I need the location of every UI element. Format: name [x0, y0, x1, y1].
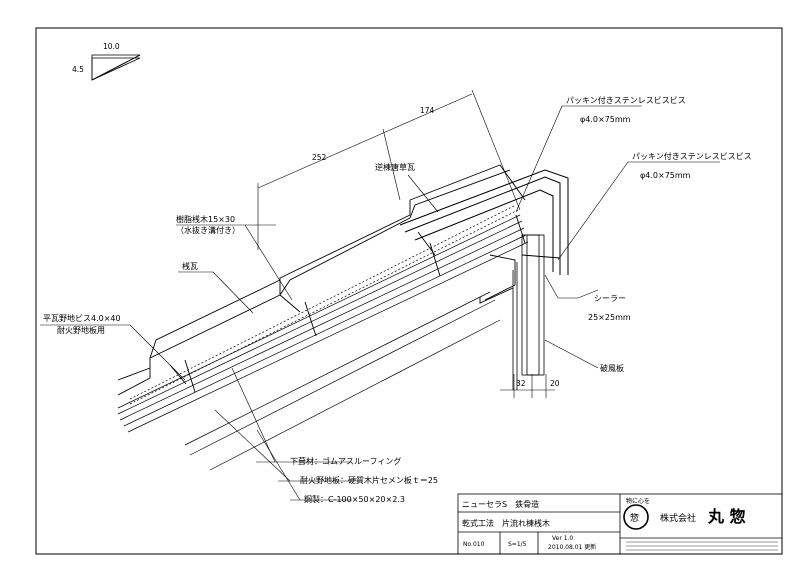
company-label: 株式会社	[660, 512, 696, 524]
label-flat-screw-sub: 耐火野地板用	[57, 325, 105, 335]
label-sealer: シーラー	[594, 294, 626, 303]
barge-board	[512, 234, 545, 390]
label-underlay: 下葺材：ゴムアスルーフィング	[290, 456, 401, 466]
label-screw-top-size: φ4.0×75mm	[580, 115, 631, 124]
leader-lines	[40, 105, 720, 501]
label-sealer-size: 25×25mm	[588, 313, 631, 322]
label-resin-batten: 樹脂桟木15×30	[176, 214, 235, 224]
ridge-cap	[399, 169, 569, 275]
label-ridge-tile: 桟瓦	[182, 261, 198, 271]
logo-char: 惣	[630, 512, 639, 524]
title-number: No.010	[463, 541, 485, 548]
dimension-252: 252	[312, 153, 327, 162]
company-motto: 物に心を	[626, 497, 650, 505]
label-fire-board: 耐火野地板：硬質木片セメン板ｔ＝25	[300, 475, 438, 485]
steel-bracket	[479, 254, 516, 304]
title-scale: S=1/5	[508, 541, 527, 548]
screw-fasteners	[184, 214, 561, 393]
dimension-174: 174	[420, 106, 435, 115]
title-block	[457, 493, 783, 555]
label-barge-board: 破風板	[600, 363, 624, 373]
label-screw-mid: パッキン付きステンレスビスビス	[632, 151, 752, 161]
label-resin-batten-sub: （水抜き溝付き）	[176, 225, 240, 235]
company-address-lines	[626, 541, 778, 551]
steel-member	[184, 291, 501, 471]
label-steel: 鋼製：C-100×50×20×2.3	[304, 494, 405, 504]
label-gyaku-tile: 逆棟唐草瓦	[375, 162, 415, 172]
sheet-border	[35, 27, 783, 555]
company-name: 丸 惣	[707, 507, 746, 526]
label-screw-mid-size: φ4.0×75mm	[640, 171, 691, 180]
roof-layers	[117, 204, 529, 433]
dimension-32: 32	[516, 379, 526, 388]
label-screw-top: パッキン付きステンレスビスビス	[566, 95, 686, 105]
dimension-20: 20	[550, 379, 560, 388]
title-product: ニューセラS 鉄骨造	[462, 499, 539, 509]
slope-indicator: 10.0 4.5	[72, 42, 141, 81]
slope-rise-value: 4.5	[72, 65, 84, 74]
company-logo: 惣	[623, 504, 649, 530]
title-date: 2010.08.01 更新	[548, 543, 596, 551]
title-method: 乾式工法 片流れ棟桟木	[462, 518, 550, 528]
roof-tiles	[117, 164, 526, 396]
slope-run-value: 10.0	[103, 42, 120, 51]
label-flat-screw: 平瓦野地ビス4.0×40	[43, 313, 121, 323]
title-version: Ver 1.0	[552, 535, 573, 542]
dimension-lines	[257, 89, 555, 398]
